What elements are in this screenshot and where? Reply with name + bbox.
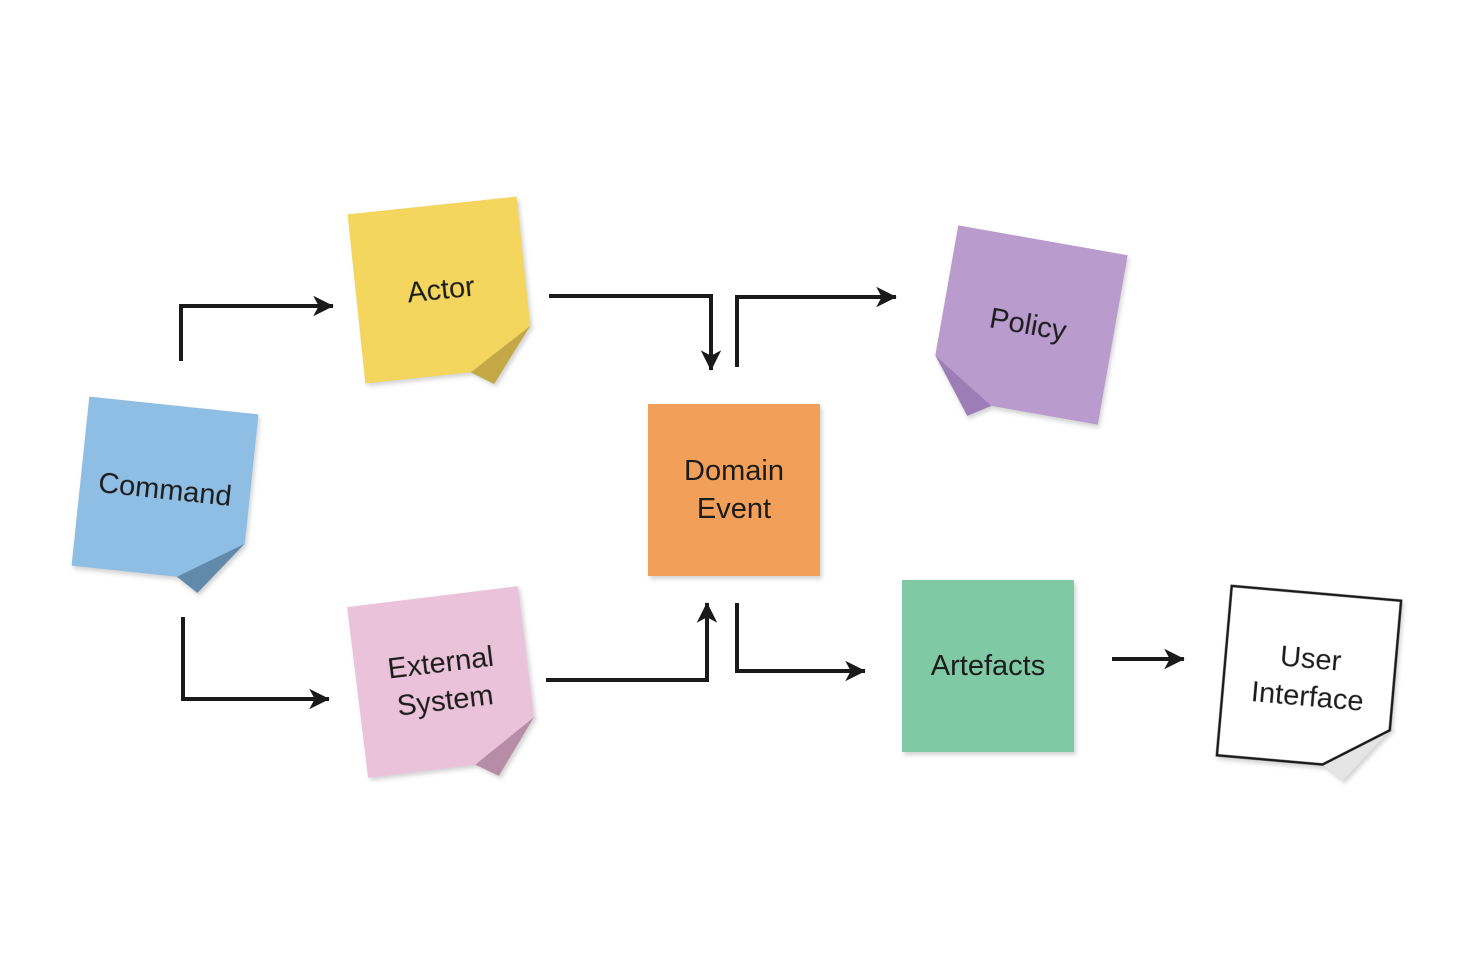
arrow-actor-to-domain-event [549, 294, 722, 371]
note-body [347, 586, 534, 778]
note-body [935, 225, 1128, 425]
arrow-command-to-actor [179, 295, 334, 361]
folded-corner [1322, 730, 1390, 781]
folded-corner [470, 325, 531, 384]
arrow-command-to-external-system [181, 617, 330, 710]
folded-corner [475, 717, 534, 776]
arrow-domain-event-to-policy [735, 286, 897, 367]
sticky-note-policy: Policy [928, 225, 1128, 425]
note-body [902, 580, 1074, 752]
note-body [1215, 584, 1403, 766]
note-body [347, 196, 531, 384]
sticky-note-artefacts: Artefacts [902, 580, 1074, 752]
sticky-note-domain-event: Domain Event [648, 404, 820, 576]
arrow-domain-event-to-artefacts [735, 603, 866, 682]
sticky-note-command: Command [71, 396, 259, 593]
folded-corner [935, 355, 992, 416]
note-body [648, 404, 820, 576]
sticky-note-external-system: External System [347, 586, 539, 778]
folded-corner [177, 543, 245, 593]
sticky-note-user-interface: User Interface [1215, 584, 1403, 781]
arrow-external-system-to-domain-event [546, 602, 718, 682]
note-body [71, 396, 259, 577]
sticky-note-actor: Actor [347, 196, 535, 384]
